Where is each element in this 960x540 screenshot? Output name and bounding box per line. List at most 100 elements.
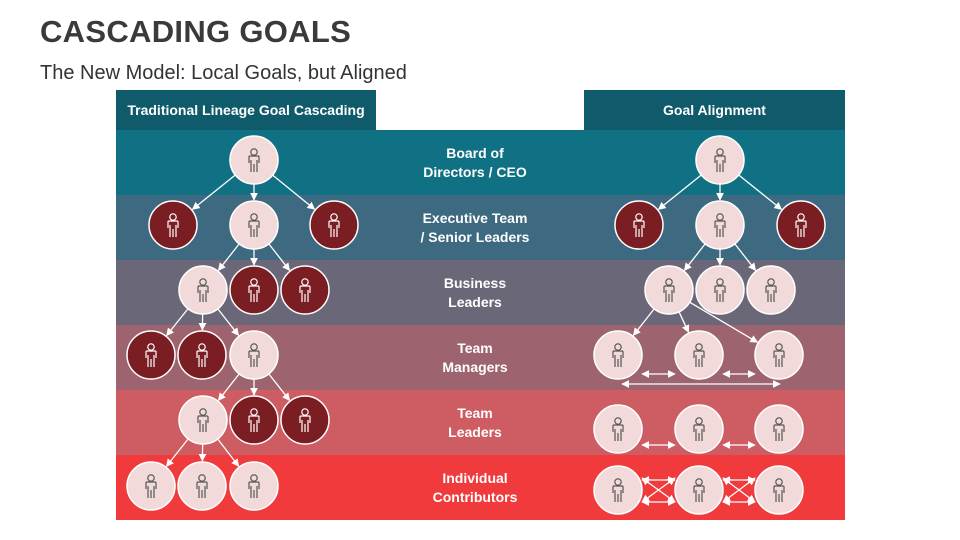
person-node — [148, 200, 198, 250]
person-node — [754, 404, 804, 454]
person-icon — [196, 474, 208, 498]
connector-arrow — [217, 308, 240, 336]
person-icon — [167, 213, 179, 237]
person-icon — [197, 408, 209, 432]
person-icon — [714, 148, 726, 172]
connector-arrow — [191, 174, 236, 210]
person-icon — [299, 278, 311, 302]
person-node — [177, 330, 227, 380]
connector-arrow — [165, 438, 189, 467]
person-node — [280, 395, 330, 445]
person-icon — [773, 343, 785, 367]
person-icon — [248, 408, 260, 432]
person-node — [776, 200, 826, 250]
person-icon — [773, 478, 785, 502]
person-node — [695, 200, 745, 250]
level-label-executive: Executive Team / Senior Leaders — [400, 195, 550, 260]
person-node — [126, 330, 176, 380]
person-node — [754, 465, 804, 515]
person-icon — [795, 213, 807, 237]
connector-arrow — [657, 174, 702, 210]
person-icon — [248, 474, 260, 498]
connector-arrow — [268, 373, 291, 401]
connector-arrow — [166, 308, 189, 337]
person-node — [644, 265, 694, 315]
person-node — [229, 200, 279, 250]
person-node — [674, 465, 724, 515]
person-node — [754, 330, 804, 380]
level-label-line: Individual — [442, 469, 508, 486]
person-icon — [714, 213, 726, 237]
person-icon — [248, 213, 260, 237]
person-icon — [693, 478, 705, 502]
person-node — [229, 265, 279, 315]
connector-arrow — [632, 308, 655, 336]
connector-arrow — [734, 243, 757, 271]
person-icon — [196, 343, 208, 367]
person-node — [229, 461, 279, 511]
connector-arrow — [683, 243, 706, 271]
person-node — [309, 200, 359, 250]
person-icon — [248, 343, 260, 367]
connector-arrow — [217, 373, 240, 401]
page-title: CASCADING GOALS — [40, 14, 352, 49]
level-label-line: Contributors — [432, 488, 518, 505]
person-node — [126, 461, 176, 511]
person-icon — [693, 417, 705, 441]
person-icon — [714, 278, 726, 302]
person-node — [178, 395, 228, 445]
ceo-node-right — [695, 135, 745, 185]
person-node — [229, 395, 279, 445]
connector-arrow — [722, 477, 756, 503]
person-node — [614, 200, 664, 250]
level-label-line: Team — [457, 339, 493, 356]
connector-arrow — [738, 174, 783, 210]
person-node — [593, 465, 643, 515]
person-icon — [145, 474, 157, 498]
person-icon — [145, 343, 157, 367]
person-node — [674, 404, 724, 454]
person-icon — [693, 343, 705, 367]
connector-arrow — [268, 243, 291, 271]
person-icon — [328, 213, 340, 237]
level-label-line: Leaders — [448, 423, 502, 440]
person-icon — [299, 408, 311, 432]
header-alignment: Goal Alignment — [584, 90, 845, 130]
person-node — [593, 330, 643, 380]
level-label-line: Directors / CEO — [423, 163, 527, 180]
person-icon — [773, 417, 785, 441]
connector-arrow — [678, 311, 690, 334]
header-traditional: Traditional Lineage Goal Cascading — [116, 90, 376, 130]
person-icon — [612, 478, 624, 502]
connector-layer — [165, 174, 783, 506]
connector-arrow — [641, 477, 676, 503]
person-icon — [612, 343, 624, 367]
person-node — [593, 404, 643, 454]
person-node — [280, 265, 330, 315]
level-label-line: Managers — [442, 358, 508, 375]
level-label-line: Board of — [446, 144, 504, 161]
person-node — [674, 330, 724, 380]
level-label-managers: Team Managers — [400, 325, 550, 390]
person-icon — [633, 213, 645, 237]
person-node — [746, 265, 796, 315]
level-label-line: Leaders — [448, 293, 502, 310]
person-icon — [663, 278, 675, 302]
person-node — [178, 265, 228, 315]
person-node — [695, 265, 745, 315]
person-icon — [612, 417, 624, 441]
level-label-team-leaders: Team Leaders — [400, 390, 550, 455]
person-node — [177, 461, 227, 511]
level-label-board: Board of Directors / CEO — [400, 130, 550, 195]
ceo-node-left — [229, 135, 279, 185]
level-label-line: Team — [457, 404, 493, 421]
level-label-line: Business — [443, 274, 507, 291]
level-label-line: / Senior Leaders — [420, 228, 530, 245]
page-subtitle: The New Model: Local Goals, but Aligned — [40, 62, 407, 84]
person-node — [229, 330, 279, 380]
connector-arrow — [272, 174, 316, 210]
connector-arrow — [689, 301, 759, 343]
level-label-business: Business Leaders — [400, 260, 550, 325]
connector-arrow — [217, 438, 240, 467]
